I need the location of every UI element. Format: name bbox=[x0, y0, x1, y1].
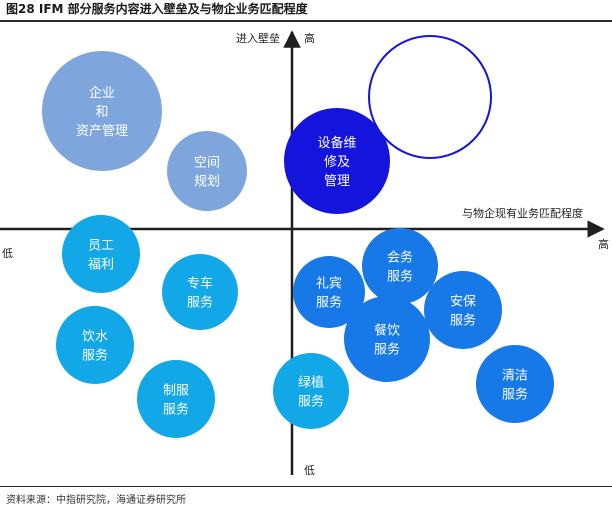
bubble-reception-label-line: 礼宾 bbox=[316, 276, 342, 292]
y-axis-high-label: 高 bbox=[304, 31, 315, 45]
bubble-facility-asset-label-line: 资产管理 bbox=[76, 124, 128, 139]
bubble-reception-circle bbox=[293, 256, 365, 328]
bubble-empty-circle-circle bbox=[368, 35, 492, 159]
bubble-greenery-circle bbox=[273, 353, 349, 429]
bubble-shuttle-circle bbox=[162, 254, 238, 330]
bubble-uniform-label-line: 制服 bbox=[163, 384, 189, 399]
bubble-conference-label-line: 会务 bbox=[387, 250, 413, 266]
bubble-cleaning-label-line: 服务 bbox=[502, 387, 528, 403]
bubble-security-label-line: 安保 bbox=[450, 295, 476, 310]
bubble-conference-circle bbox=[362, 228, 438, 304]
bubble-uniform-circle bbox=[137, 360, 215, 438]
title-rule bbox=[0, 20, 612, 22]
bubble-employee-benefits-circle bbox=[62, 215, 140, 293]
bubble-catering-label-line: 服务 bbox=[374, 342, 400, 358]
bubble-greenery-label-line: 绿植 bbox=[298, 376, 324, 391]
bubble-facility-asset-circle bbox=[42, 51, 162, 171]
bubble-layer: 企业和资产管理空间规划设备维修及管理员工福利专车服务饮水服务制服服务绿植服务礼宾… bbox=[42, 35, 554, 438]
bubble-employee-benefits-label-line: 福利 bbox=[88, 258, 114, 273]
bubble-space-planning-circle bbox=[167, 131, 247, 211]
bubble-equipment-maintenance-label-line: 修及 bbox=[324, 155, 350, 170]
bubble-facility-asset-label-line: 企业 bbox=[89, 85, 115, 101]
bubble-uniform-label-line: 服务 bbox=[163, 402, 189, 418]
y-axis-low-label: 低 bbox=[304, 464, 315, 477]
bubble-conference-label-line: 服务 bbox=[387, 269, 413, 285]
bubble-catering-label-line: 餐饮 bbox=[374, 323, 400, 339]
bubble-space-planning-label-line: 规划 bbox=[194, 175, 220, 190]
figure-title: 图28 IFM 部分服务内容进入壁垒及与物企业务匹配程度 bbox=[6, 2, 308, 16]
source-note: 资料来源：中指研究院，海通证券研究所 bbox=[6, 495, 186, 506]
bubble-cleaning-circle bbox=[476, 345, 554, 423]
bubble-facility-asset-label-line: 和 bbox=[95, 105, 108, 120]
x-axis-label: 与物企现有业务匹配程度 bbox=[462, 206, 583, 220]
bubble-security-label-line: 服务 bbox=[450, 313, 476, 329]
bubble-cleaning-label-line: 清洁 bbox=[502, 369, 528, 384]
bubble-drinking-water-label-line: 服务 bbox=[82, 348, 108, 364]
bubble-space-planning-label-line: 空间 bbox=[194, 156, 220, 171]
bubble-drinking-water-circle bbox=[56, 306, 134, 384]
bubble-shuttle-label-line: 服务 bbox=[187, 295, 213, 311]
bubble-shuttle-label-line: 专车 bbox=[187, 276, 213, 292]
bubble-employee-benefits-label-line: 员工 bbox=[88, 239, 114, 254]
bubble-equipment-maintenance-label-line: 设备维 bbox=[317, 135, 356, 151]
bubble-reception-label-line: 服务 bbox=[316, 295, 342, 311]
bubble-catering-circle bbox=[344, 296, 430, 382]
x-axis-low-label: 低 bbox=[2, 247, 13, 260]
bubble-empty-circle bbox=[368, 35, 492, 159]
bubble-equipment-maintenance-label-line: 管理 bbox=[324, 174, 350, 189]
bubble-security-circle bbox=[424, 271, 502, 349]
y-axis-label: 进入壁垒 bbox=[236, 31, 280, 45]
x-axis-high-label: 高 bbox=[598, 237, 609, 251]
bubble-equipment-maintenance-circle bbox=[284, 108, 390, 214]
bubble-greenery-label-line: 服务 bbox=[298, 394, 324, 410]
bubble-drinking-water-label-line: 饮水 bbox=[82, 330, 108, 345]
source-rule bbox=[0, 486, 612, 487]
